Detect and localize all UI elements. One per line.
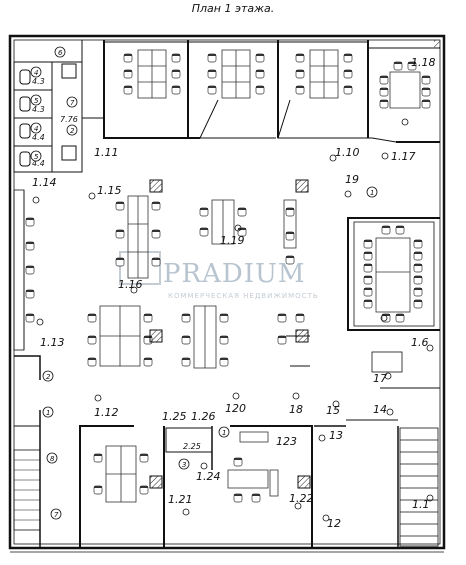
bottom-desks xyxy=(105,431,279,503)
marker-label: 6 xyxy=(58,49,63,57)
columns xyxy=(149,179,311,489)
page-title: План 1 этажа. xyxy=(191,2,275,15)
marker-label: 2 xyxy=(46,373,51,381)
marker-label: 5 xyxy=(34,153,39,161)
room-label: 1.12 xyxy=(94,406,119,419)
room-label: 19 xyxy=(345,173,359,186)
room-label: 1.24 xyxy=(196,470,221,483)
marker-label: 2 xyxy=(70,127,75,135)
area-label: 7.76 xyxy=(60,115,78,124)
marker-label: 7 xyxy=(70,99,75,107)
marker-label: 1 xyxy=(222,429,226,437)
room-label: 1.11 xyxy=(94,146,119,159)
right-stair xyxy=(399,427,439,547)
circle-marker-labels: 6 4 5 4 5 7 2 1 2 1 8 7 3 1 xyxy=(34,49,374,519)
room-label: 1.19 xyxy=(220,234,245,247)
room-label: 123 xyxy=(276,435,297,448)
marker-label: 4 xyxy=(34,69,38,77)
room-label: 13 xyxy=(329,429,343,442)
marker-label: 1 xyxy=(46,409,50,417)
marker-label: 4 xyxy=(34,125,38,133)
room-label: 12 xyxy=(327,517,341,530)
marker-label: 8 xyxy=(50,455,55,463)
left-corridor xyxy=(13,355,41,548)
right-side-walls xyxy=(286,335,440,389)
marker-label: 5 xyxy=(34,97,39,105)
watermark-brand: PRADIUM xyxy=(163,259,306,289)
boardroom xyxy=(347,217,440,331)
area-label: 4.3 xyxy=(32,77,45,86)
watermark-tagline: КОММЕРЧЕСКАЯ НЕДВИЖИМОСТЬ xyxy=(168,292,319,300)
top-office-desks xyxy=(137,49,339,99)
room-label: 1.13 xyxy=(40,336,65,349)
room-label: 1.15 xyxy=(97,184,122,197)
room-label: 17 xyxy=(373,372,387,385)
room-label: 14 xyxy=(373,403,387,416)
marker-label: 3 xyxy=(182,461,186,469)
left-chairs xyxy=(25,217,35,323)
marker-label: 7 xyxy=(54,511,59,519)
room-label: 18 xyxy=(289,403,303,416)
room-label: 1.10 xyxy=(335,146,360,159)
room-label: 1.18 xyxy=(411,56,436,69)
area-label: 4.4 xyxy=(32,159,45,168)
area-label: 4.3 xyxy=(32,105,45,114)
room-labels: 1.18 1.11 1.10 1.17 1.14 1.15 19 1.19 1.… xyxy=(32,56,436,530)
left-cabinets xyxy=(13,189,25,351)
light-fixtures xyxy=(32,118,434,522)
bottom-rooms xyxy=(79,419,399,548)
meeting-room-top xyxy=(368,47,440,143)
room-label: 1.21 xyxy=(168,493,193,506)
room-label: 1.1 xyxy=(412,498,430,511)
area-label: 2.25 xyxy=(183,442,201,451)
room-label: 1.17 xyxy=(391,150,416,163)
open-space-desks xyxy=(99,195,297,369)
room-label: 1.14 xyxy=(32,176,57,189)
marker-label: 1 xyxy=(370,189,374,197)
circle-markers xyxy=(30,46,378,520)
toilet-block xyxy=(13,40,104,173)
room-label: 1.16 xyxy=(118,278,143,291)
room-label: 120 xyxy=(225,402,246,415)
top-offices xyxy=(103,40,369,139)
watermark: PRADIUM КОММЕРЧЕСКАЯ НЕДВИЖИМОСТЬ xyxy=(119,251,319,300)
room-label: 1.22 xyxy=(289,492,314,505)
area-labels: 7.76 4.3 4.3 4.4 4.4 2.25 xyxy=(32,77,201,451)
area-label: 4.4 xyxy=(32,133,45,142)
room-label: 15 xyxy=(326,404,340,417)
room-label: 1.6 xyxy=(411,336,429,349)
room-label: 1.26 xyxy=(191,410,216,423)
room-label: 1.25 xyxy=(162,410,187,423)
